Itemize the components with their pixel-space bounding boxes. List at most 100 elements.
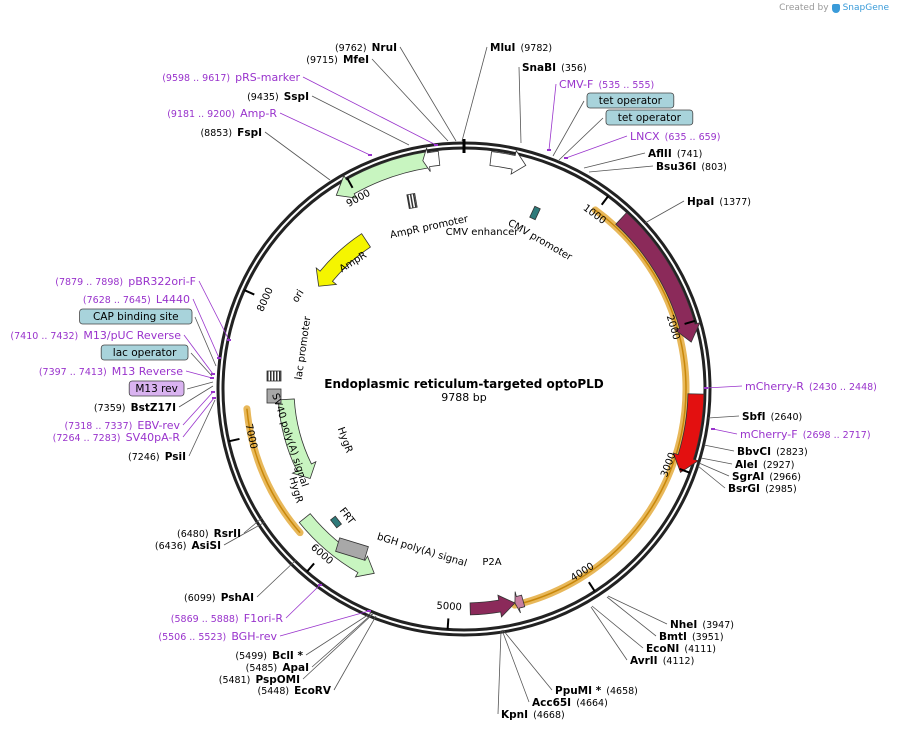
label-nrui-0-name: NruI xyxy=(372,42,397,54)
tick-mark xyxy=(684,319,696,325)
ampr-promoter-box xyxy=(406,192,418,210)
label-alei-30-coord: (2927) xyxy=(763,460,795,471)
label-prs-marker-4-text: (9598 .. 9617) pRS-marker xyxy=(162,66,300,85)
label-avrii-42-name: AvrII xyxy=(630,655,658,667)
label-f1ori-r-36: (5869 .. 5888) F1ori-R xyxy=(171,612,284,625)
label-nhei-37-coord: (3947) xyxy=(702,620,734,631)
label-mlui-1: MluI (9782) xyxy=(490,42,552,54)
label-ppumi-45-coord: (4658) xyxy=(606,686,638,697)
label-cap-binding-site-17-text: CAP binding site xyxy=(93,311,179,323)
label-nhei-37-text: NheI (3947) xyxy=(670,613,734,632)
label-bmti-39-text: BmtI (3951) xyxy=(659,625,724,644)
label-aflii-12-leader xyxy=(583,152,646,169)
label-econi-40-name: EcoNI xyxy=(646,643,679,655)
label-bsu36i-13-name: Bsu36I xyxy=(656,161,696,173)
tick-mark xyxy=(306,562,315,573)
label-nrui-0-leader xyxy=(399,46,457,142)
label-lac-operator-19-text: lac operator xyxy=(113,347,177,359)
label-bbvci-28: BbvCI (2823) xyxy=(737,446,808,458)
label-pspomi-44: (5481) PspOMI xyxy=(219,668,300,687)
label-pbr322ori-f-15-coord: (7879 .. 7898) xyxy=(55,277,123,288)
label-acc65i-47: Acc65I (4664) xyxy=(532,697,608,709)
label-pspomi-44-text: (5481) PspOMI xyxy=(219,668,300,687)
label-bsu36i-13-leader xyxy=(588,165,654,173)
label-lncx-11-coord: (635 .. 659) xyxy=(665,132,721,143)
feature-label-cmv-enhancer: CMV enhancer xyxy=(446,227,520,238)
label-sgrai-31-coord: (2966) xyxy=(769,472,801,483)
label-m13-reverse-20-name: M13 Reverse xyxy=(112,365,183,378)
label-hpai-14-coord: (1377) xyxy=(719,197,751,208)
label-tet-operator-9-box xyxy=(605,109,694,126)
label-amp-r-8: (9181 .. 9200) Amp-R xyxy=(167,107,277,120)
label-pspomi-44-leader xyxy=(302,613,374,680)
label-aflii-12-text: AflII (741) xyxy=(648,142,702,161)
label-amp-r-8-name: Amp-R xyxy=(240,107,277,120)
label-kpni-48-coord: (4668) xyxy=(533,710,565,721)
label-mcherry-r-21-coord: (2430 .. 2448) xyxy=(809,382,877,393)
label-alei-30-text: AleI (2927) xyxy=(735,453,794,472)
label-kpni-48-name: KpnI xyxy=(501,709,528,721)
label-bsrgi-32-leader xyxy=(697,465,726,489)
label-mfei-2-text: (9715) MfeI xyxy=(306,48,369,67)
label-avrii-42-text: AvrII (4112) xyxy=(630,649,694,668)
feature-label-cibn: CIBN xyxy=(451,577,478,588)
feature-hygr-5 xyxy=(277,398,317,480)
label-sspi-6-name: SspI xyxy=(284,91,309,103)
label-fspi-10: (8853) FspI xyxy=(200,121,262,140)
label-m13-puc-reverse-18-coord: (7410 .. 7432) xyxy=(10,331,78,342)
feature-cibn-2 xyxy=(469,594,516,618)
orf-line-1 xyxy=(246,408,301,534)
label-m13-reverse-20: (7397 .. 7413) M13 Reverse xyxy=(39,365,183,378)
label-sbfi-24-coord: (2640) xyxy=(771,412,803,423)
label-bgh-rev-38-text: (5506 .. 5523) BGH-rev xyxy=(158,625,277,644)
label-snabi-3: SnaBI (356) xyxy=(522,62,587,74)
tick-mark xyxy=(243,289,255,296)
label-econi-40-text: EcoNI (4111) xyxy=(646,637,716,656)
label-mcherry-r-21-name: mCherry-R xyxy=(745,380,804,393)
label-hpai-14-leader xyxy=(644,200,685,224)
tick-label: 8000 xyxy=(255,286,275,314)
label-apai-43-coord: (5485) xyxy=(246,663,278,674)
label-tet-operator-7-leader xyxy=(552,100,585,157)
label-rsrii-33-leader xyxy=(243,517,263,534)
label-apai-43-leader xyxy=(311,613,373,668)
feature-label-p2a: P2A xyxy=(482,557,501,568)
label-sgrai-31: SgrAI (2966) xyxy=(732,471,801,483)
label-snabi-3-coord: (356) xyxy=(561,63,587,74)
label-m13-puc-reverse-18: (7410 .. 7432) M13/pUC Reverse xyxy=(10,329,181,342)
label-amp-r-8-leader xyxy=(279,112,371,156)
label-asisi-34-name: AsiSI xyxy=(192,540,221,552)
feature-cry2phr-0 xyxy=(615,211,701,343)
label-alei-30-leader xyxy=(700,457,733,465)
label-pshai-35-leader xyxy=(256,559,297,598)
label-sv40pa-r-27-text: (7264 .. 7283) SV40pA-R xyxy=(53,426,181,445)
label-econi-40-coord: (4111) xyxy=(684,644,716,655)
label-bstz17i-23-name: BstZ17I xyxy=(131,402,176,414)
label-bgh-rev-38: (5506 .. 5523) BGH-rev xyxy=(158,625,277,644)
label-mlui-1-name: MluI xyxy=(490,42,515,54)
label-l4440-16-text: (7628 .. 7645) L4440 xyxy=(83,288,190,307)
label-fspi-10-leader xyxy=(264,131,331,181)
label-cmv-f-5-coord: (535 .. 555) xyxy=(598,80,654,91)
tick-mark xyxy=(346,177,354,189)
label-mcherry-r-21-leader xyxy=(705,385,743,389)
lac-operator-box xyxy=(266,370,282,382)
label-bcli-41-leader xyxy=(305,612,372,656)
label-rsrii-33-text: (6480) RsrII xyxy=(177,522,241,541)
feature-label-ori: ori xyxy=(290,288,306,305)
label-lncx-11: LNCX (635 .. 659) xyxy=(630,130,721,143)
label-pshai-35: (6099) PshAI xyxy=(184,592,254,604)
label-ebv-rev-25-text: (7318 .. 7337) EBV-rev xyxy=(64,414,180,433)
label-f1ori-r-36-name: F1ori-R xyxy=(244,612,284,625)
label-rsrii-33-coord: (6480) xyxy=(177,529,209,540)
label-fspi-10-text: (8853) FspI xyxy=(200,121,262,140)
label-cmv-f-5-leader xyxy=(548,83,557,151)
label-econi-40: EcoNI (4111) xyxy=(646,637,716,656)
plasmid-length: 9788 bp xyxy=(441,391,486,404)
label-m13-rev-22-leader xyxy=(186,381,214,390)
label-f1ori-r-36-coord: (5869 .. 5888) xyxy=(171,614,239,625)
label-mfei-2-name: MfeI xyxy=(343,54,369,66)
label-bbvci-28-name: BbvCI xyxy=(737,446,771,458)
feature-label-hygr: HygR xyxy=(335,426,354,455)
